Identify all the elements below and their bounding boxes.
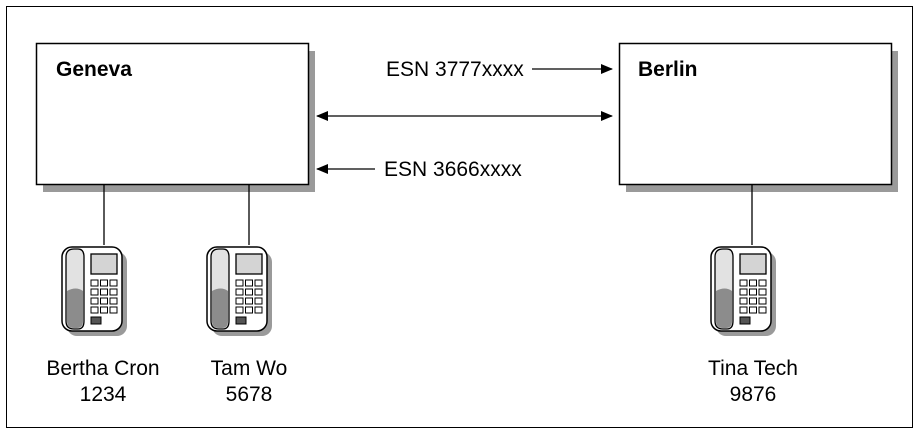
phone-name: Bertha Cron	[46, 357, 159, 380]
phone-extension: 5678	[226, 383, 273, 406]
route-label-to-berlin: ESN 3777xxxx	[386, 58, 524, 81]
geneva-label: Geneva	[56, 58, 132, 81]
desk-phone-icon	[711, 247, 776, 336]
phone-name: Tam Wo	[211, 357, 288, 380]
desk-phone-icon	[207, 247, 272, 336]
phone-tam-wo: Tam Wo 5678	[207, 247, 287, 406]
berlin-label: Berlin	[638, 58, 698, 81]
phone-extension: 9876	[730, 383, 777, 406]
desk-phone-icon	[62, 247, 127, 336]
geneva-node: Geneva	[37, 44, 316, 193]
phone-bertha-cron: Bertha Cron 1234	[46, 247, 159, 406]
phone-extension: 1234	[80, 383, 127, 406]
phone-name: Tina Tech	[708, 357, 798, 380]
phone-tina-tech: Tina Tech 9876	[708, 247, 798, 406]
route-label-to-geneva: ESN 3666xxxx	[384, 158, 522, 181]
berlin-node: Berlin	[620, 44, 899, 193]
